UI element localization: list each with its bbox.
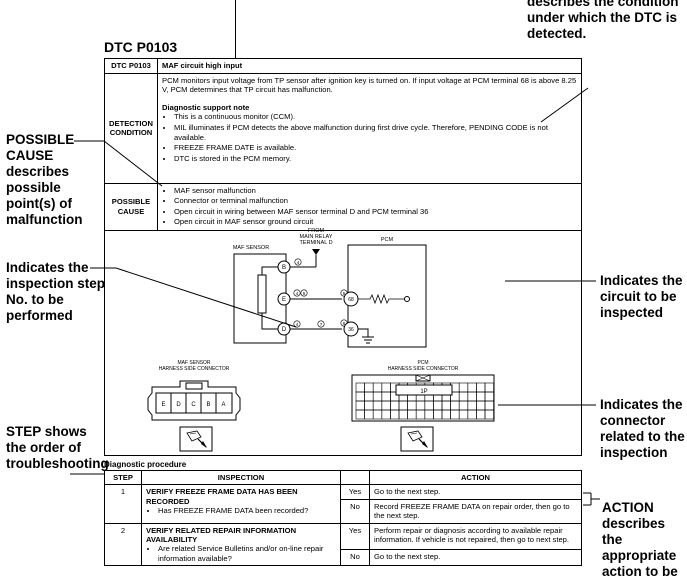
inspection-cell: VERIFY RELATED REPAIR INFORMATION AVAILA… <box>141 522 341 567</box>
cause-list: MAF sensor malfunction Connector or term… <box>162 186 577 227</box>
support-note: This is a continuous monitor (CCM). <box>174 112 577 122</box>
dtc-table: DTC P0103 MAF circuit high input DETECTI… <box>104 58 582 456</box>
detection-text: PCM monitors input voltage from TP senso… <box>162 75 577 95</box>
inspection-cell: VERIFY FREEZE FRAME DATA HAS BEEN RECORD… <box>141 484 341 524</box>
no-action: Go to the next step. <box>369 549 582 567</box>
pcm-label: PCM <box>381 237 394 243</box>
step-number: 2 <box>104 522 142 567</box>
maf-pin-b: B <box>282 265 286 271</box>
inspection-bullet: Are related Service Bulletins and/or on-… <box>158 544 336 563</box>
callout-detection: describes the condition under which the … <box>527 0 679 41</box>
pcm-connector-label: HARNESS SIDE CONNECTOR <box>388 366 459 372</box>
header-yes-no <box>340 469 370 486</box>
header-action: ACTION <box>369 469 582 486</box>
callout-possible-cause: POSSIBLE CAUSE describes possible point(… <box>6 132 83 227</box>
yes-label: Yes <box>340 522 370 551</box>
header-step: STEP <box>104 469 142 486</box>
inspection-title: VERIFY FREEZE FRAME DATA HAS BEEN RECORD… <box>146 487 298 506</box>
maf-conn-pin: E <box>161 402 165 408</box>
cause-item: Open circuit in wiring between MAF senso… <box>174 207 577 217</box>
cause-label: POSSIBLE CAUSE <box>104 182 158 231</box>
header-inspection: INSPECTION <box>141 469 341 486</box>
inspection-bullet: Has FREEZE FRAME DATA been recorded? <box>158 506 336 515</box>
pcm-terminal-cell <box>484 409 494 420</box>
support-note-title: Diagnostic support note <box>162 102 250 112</box>
no-action: Record FREEZE FRAME DATA on repair order… <box>369 498 582 524</box>
yes-action: Perform repair or diagnosis according to… <box>369 522 582 551</box>
callout-connector: Indicates the connector related to the i… <box>600 397 685 460</box>
diagram-cell <box>104 229 582 456</box>
step-mark: 6 <box>343 321 346 326</box>
maf-conn-pin: C <box>191 402 196 408</box>
support-note: FREEZE FRAME DATE is available. <box>174 143 577 153</box>
pcm-connector-label: PCM <box>417 360 428 366</box>
callout-circuit: Indicates the circuit to be inspected <box>600 273 683 320</box>
diagnostic-procedure-caption: Diagnostic procedure <box>104 460 187 469</box>
from-relay-label: MAIN RELAY <box>300 234 333 240</box>
yes-label: Yes <box>340 484 370 500</box>
cause-item: MAF sensor malfunction <box>174 186 577 196</box>
step-mark: 7 <box>320 322 323 327</box>
table-row: 1 VERIFY FREEZE FRAME DATA HAS BEEN RECO… <box>104 484 582 524</box>
step-mark: 4 <box>296 322 299 327</box>
step-mark: 5 <box>303 291 306 296</box>
cause-item: Open circuit in MAF sensor ground circui… <box>174 217 577 227</box>
cause-cell: MAF sensor malfunction Connector or term… <box>157 182 582 231</box>
maf-sensor-label: MAF SENSOR <box>233 245 269 251</box>
procedure-table: STEP INSPECTION ACTION 1 VERIFY FREEZE F… <box>104 469 582 567</box>
maf-conn-pin: D <box>176 402 181 408</box>
maf-connector <box>147 380 241 421</box>
no-label: No <box>340 498 370 524</box>
callout-action: ACTION describes the appropriate action … <box>602 500 678 579</box>
pcm-pin-68: 68 <box>348 297 354 303</box>
yes-action: Go to the next step. <box>369 484 582 500</box>
step-mark: 4 <box>296 291 299 296</box>
maf-connector-label: MAF SENSOR <box>177 360 210 366</box>
pcm-connector <box>351 374 495 422</box>
connector-probe-icon <box>400 426 434 452</box>
step-number: 1 <box>104 484 142 524</box>
support-note: DTC is stored in the PCM memory. <box>174 154 577 164</box>
step-mark: 6 <box>343 291 346 296</box>
pointer-line-top <box>235 0 236 58</box>
callout-inspection-step: Indicates the inspection step No. to be … <box>6 260 106 323</box>
connector-probe-icon <box>179 426 213 452</box>
maf-pin-e: E <box>282 297 286 303</box>
dtc-heading: DTC P0103 <box>104 39 178 55</box>
pcm-pin-36: 36 <box>348 327 354 333</box>
cause-item: Connector or terminal malfunction <box>174 196 577 206</box>
maf-pin-d: D <box>282 327 287 333</box>
callout-step: STEP shows the order of troubleshooting <box>6 424 109 471</box>
from-relay-label: TERMINAL D <box>299 240 332 246</box>
table-row: No Go to the next step. <box>105 549 582 567</box>
maf-conn-pin: B <box>206 402 210 408</box>
maf-conn-pin: A <box>221 402 225 408</box>
inspection-title: VERIFY RELATED REPAIR INFORMATION AVAILA… <box>146 525 297 545</box>
no-label: No <box>340 549 370 567</box>
from-relay-label: FROM <box>308 228 325 234</box>
table-row: No Record FREEZE FRAME DATA on repair or… <box>105 498 582 524</box>
maf-connector-label: HARNESS SIDE CONNECTOR <box>159 366 230 372</box>
wiring-diagram: FROM MAIN RELAY TERMINAL D MAF SENSOR B … <box>147 228 495 452</box>
table-row: 2 VERIFY RELATED REPAIR INFORMATION AVAI… <box>104 522 582 567</box>
support-note-list: This is a continuous monitor (CCM). MIL … <box>162 112 577 163</box>
step-mark: 4 <box>297 260 300 265</box>
support-note: MIL illuminates if PCM detects the above… <box>174 123 577 142</box>
detection-cell: PCM monitors input voltage from TP senso… <box>157 72 582 184</box>
pcm-conn-pin-1p: 1P <box>420 389 427 395</box>
